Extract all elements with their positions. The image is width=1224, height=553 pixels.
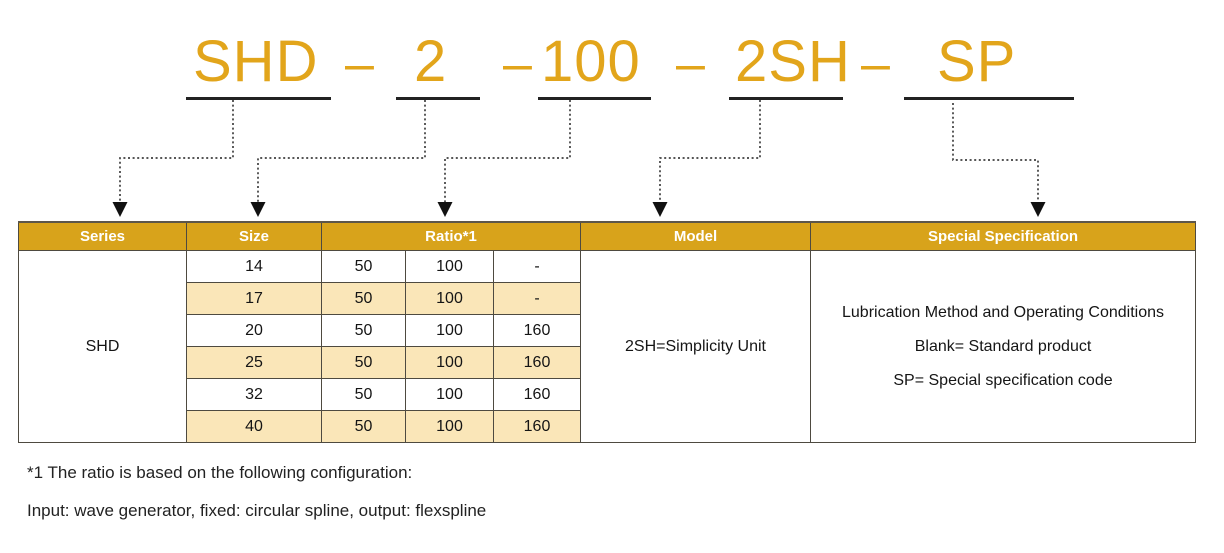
arrow-line-ratio bbox=[444, 100, 571, 202]
size-cell: 32 bbox=[186, 378, 322, 411]
table-row: 32 50 100 160 bbox=[19, 378, 1196, 411]
special-specification-cell: Lubrication Method and Operating Conditi… bbox=[810, 250, 1196, 443]
size-cell: 25 bbox=[186, 346, 322, 379]
model-value: 2SH=Simplicity Unit bbox=[580, 250, 811, 443]
underline-model bbox=[729, 97, 843, 100]
ratio-cell: 50 bbox=[321, 314, 406, 347]
code-segment-special: SP bbox=[937, 29, 1017, 94]
ratio-cell: 50 bbox=[321, 346, 406, 379]
ratio-cell: - bbox=[493, 250, 581, 283]
ratio-cell: 50 bbox=[321, 378, 406, 411]
ratio-cell: 100 bbox=[405, 378, 494, 411]
code-separator: – bbox=[503, 35, 533, 93]
ratio-cell: 160 bbox=[493, 410, 581, 443]
arrowhead-icon bbox=[437, 202, 453, 217]
ratio-cell: 100 bbox=[405, 314, 494, 347]
col-header-ratio: Ratio*1 bbox=[321, 221, 581, 251]
arrow-line-series bbox=[119, 100, 234, 202]
ratio-cell: 160 bbox=[493, 314, 581, 347]
col-header-series: Series bbox=[18, 221, 187, 251]
col-header-model: Model bbox=[580, 221, 811, 251]
underline-size bbox=[396, 97, 480, 100]
table-row: SHD 14 50 100 - 2SH=Simplicity Unit Lubr… bbox=[18, 250, 1196, 443]
underline-special bbox=[904, 97, 1074, 100]
ratio-cell: 160 bbox=[493, 346, 581, 379]
special-spec-line: SP= Special specification code bbox=[893, 371, 1113, 389]
special-spec-line: Lubrication Method and Operating Conditi… bbox=[842, 303, 1164, 321]
col-header-special-specification: Special Specification bbox=[810, 221, 1196, 251]
arrow-line-size bbox=[257, 100, 426, 202]
size-cell: 14 bbox=[186, 250, 322, 283]
ratio-cell: 100 bbox=[405, 346, 494, 379]
arrowhead-icon bbox=[1030, 202, 1046, 217]
arrowhead-icon bbox=[652, 202, 668, 217]
arrowhead-icon bbox=[250, 202, 266, 217]
table-row: 20 50 100 160 bbox=[19, 314, 1196, 347]
size-cell: 40 bbox=[186, 410, 322, 443]
ratio-cell: 50 bbox=[321, 282, 406, 315]
table-row: 17 50 100 - bbox=[19, 282, 1196, 315]
ratio-cell: - bbox=[493, 282, 581, 315]
special-spec-line: Blank= Standard product bbox=[914, 337, 1092, 355]
footnote-ratio-config: *1 The ratio is based on the following c… bbox=[27, 463, 413, 482]
col-header-size: Size bbox=[186, 221, 322, 251]
ratio-cell: 160 bbox=[493, 378, 581, 411]
code-separator: – bbox=[676, 35, 706, 93]
ratio-cell: 100 bbox=[405, 410, 494, 443]
code-segment-ratio: 100 bbox=[541, 29, 641, 94]
arrow-line-special bbox=[952, 103, 1039, 202]
table-row: 40 50 100 160 bbox=[19, 410, 1196, 443]
size-cell: 17 bbox=[186, 282, 322, 315]
code-separator: – bbox=[345, 35, 375, 93]
ratio-cell: 50 bbox=[321, 410, 406, 443]
ratio-cell: 100 bbox=[405, 282, 494, 315]
size-cell: 20 bbox=[186, 314, 322, 347]
arrow-line-model bbox=[659, 100, 761, 202]
header-row: Series Size Ratio*1 Model Special Specif… bbox=[18, 221, 1196, 251]
ratio-cell: 50 bbox=[321, 250, 406, 283]
code-segment-model: 2SH bbox=[735, 29, 851, 94]
code-separator: – bbox=[861, 35, 891, 93]
underline-ratio bbox=[538, 97, 651, 100]
code-segment-series: SHD bbox=[193, 29, 319, 94]
underline-series bbox=[186, 97, 331, 100]
ratio-cell: 100 bbox=[405, 250, 494, 283]
series-value: SHD bbox=[18, 250, 187, 443]
code-segment-size: 2 bbox=[414, 29, 448, 94]
ordering-table: Series Size Ratio*1 Model Special Specif… bbox=[18, 221, 1196, 443]
arrowhead-icon bbox=[112, 202, 128, 217]
footnote-ratio-detail: Input: wave generator, fixed: circular s… bbox=[27, 501, 487, 520]
